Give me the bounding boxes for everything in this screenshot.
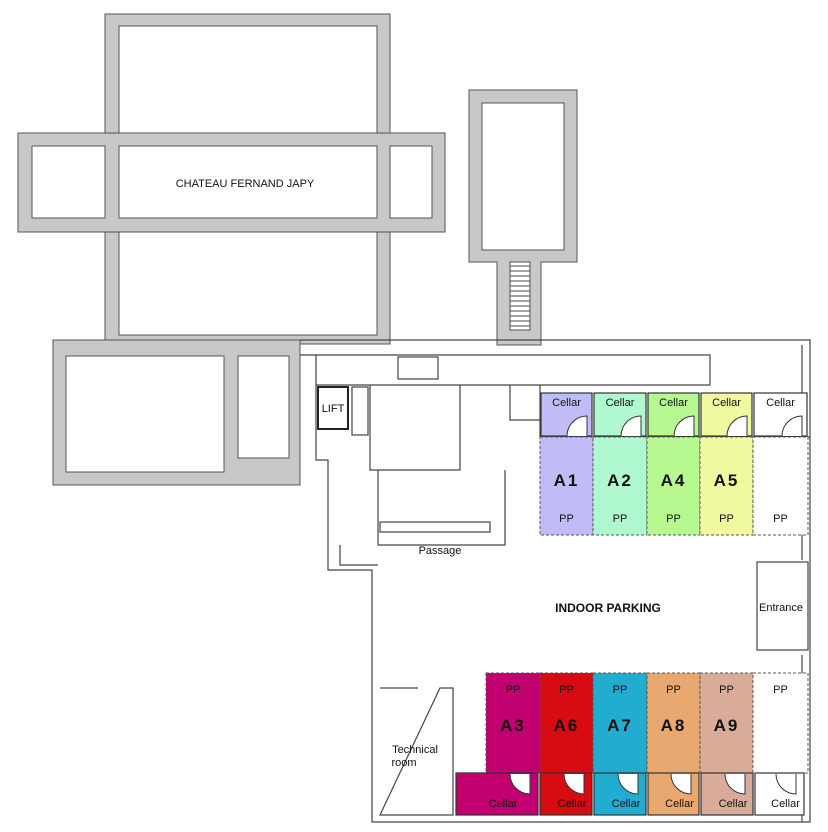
technical-room-label-1: Technical [392, 744, 438, 756]
parking-label: PP [559, 684, 574, 696]
lift-label: LIFT [322, 403, 345, 415]
unit-label: A9 [714, 716, 740, 735]
parking-label: PP [666, 513, 681, 525]
door-icon [509, 773, 531, 795]
unit-label: A1 [554, 471, 580, 490]
parking-label: PP [559, 513, 574, 525]
main-building: LIFT Passage INDOOR PARKING Entrance Tec… [300, 339, 811, 823]
passage-label: Passage [419, 545, 462, 557]
unit-label: A6 [554, 716, 580, 735]
technical-room: Technical room [379, 687, 454, 816]
parking-space [592, 672, 648, 774]
door-icon [781, 415, 803, 437]
parking-space [539, 672, 594, 774]
technical-room-label-2: room [391, 757, 416, 769]
parking-label: PP [773, 684, 788, 696]
cellar-label: Cellar [771, 798, 800, 810]
cellar-label: Cellar [558, 798, 587, 810]
building-title: CHATEAU FERNAND JAPY [176, 178, 315, 190]
tower [468, 89, 578, 346]
parking-space [592, 436, 648, 536]
door-icon [775, 773, 797, 795]
parking-label: PP [719, 684, 734, 696]
door-icon [726, 415, 748, 437]
door-icon [724, 773, 746, 795]
door-icon [563, 773, 585, 795]
parking-label: PP [613, 513, 628, 525]
parking-space [752, 672, 809, 774]
lift: LIFT [317, 386, 349, 430]
chateau-building: CHATEAU FERNAND JAPY [17, 13, 446, 486]
indoor-parking-label: INDOOR PARKING [555, 601, 661, 615]
cellar-label: Cellar [552, 397, 581, 409]
cellar-label: Cellar [719, 798, 748, 810]
cellar-label: Cellar [612, 798, 641, 810]
cellar-label: Cellar [489, 798, 518, 810]
unit-label: A3 [500, 716, 526, 735]
door-icon [620, 415, 642, 437]
parking-space [539, 436, 594, 536]
unit-label: A7 [607, 716, 633, 735]
entrance[interactable]: Entrance [756, 561, 809, 651]
cellar-label: Cellar [665, 798, 694, 810]
top-row-units: CellarA1PPCellarA2PPCellarA4PPCellarA5PP… [539, 392, 809, 536]
parking-label: PP [613, 684, 628, 696]
entrance-label: Entrance [759, 602, 803, 614]
cellar-label: Cellar [712, 397, 741, 409]
door-icon [673, 415, 695, 437]
door-icon [670, 773, 692, 795]
unit-label: A4 [661, 471, 687, 490]
cellar-label: Cellar [766, 397, 795, 409]
cellar-label: Cellar [606, 397, 635, 409]
parking-label: PP [666, 684, 681, 696]
unit-label: A8 [661, 716, 687, 735]
parking-unit-unassigned: PP Cellar [752, 672, 809, 816]
door-icon [566, 415, 588, 437]
unit-label: A2 [607, 471, 633, 490]
parking-space [752, 436, 809, 536]
unit-label: A5 [714, 471, 740, 490]
parking-space [699, 672, 754, 774]
parking-space [646, 436, 701, 536]
parking-label: PP [506, 684, 521, 696]
stairs-icon [510, 265, 530, 327]
cellar-label: Cellar [659, 397, 688, 409]
parking-space [699, 436, 754, 536]
parking-space [646, 672, 701, 774]
parking-label: PP [719, 513, 734, 525]
parking-label: PP [773, 513, 788, 525]
door-icon [617, 773, 639, 795]
